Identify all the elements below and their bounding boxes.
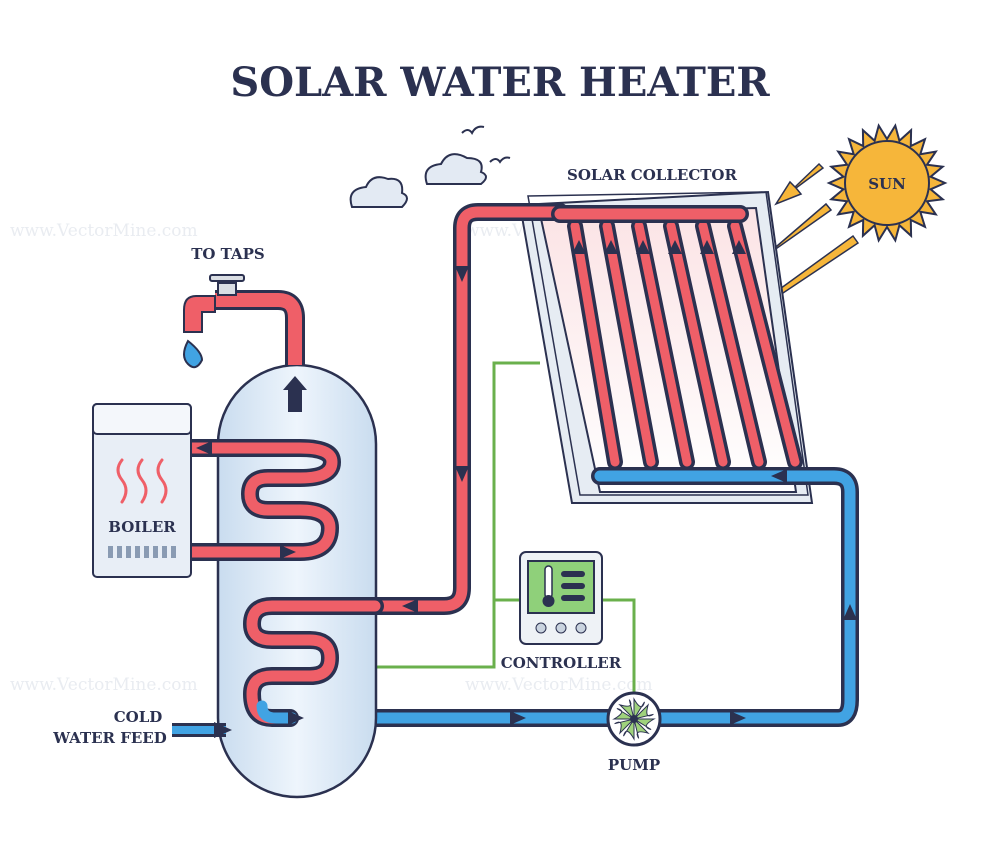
boiler-vent (108, 546, 113, 558)
boiler-vent (162, 546, 167, 558)
fan-blade (633, 717, 650, 739)
flame-icon (116, 458, 168, 504)
solar-coil (246, 600, 381, 724)
cold-water-feed-label: WATER FEED (52, 729, 167, 747)
fan-blade (614, 718, 636, 735)
pump-label: PUMP (608, 756, 660, 774)
faucet-icon (183, 274, 245, 333)
flow-arrow (196, 441, 212, 455)
fan-blade (633, 697, 645, 721)
water-drop-icon (183, 339, 204, 369)
boiler-vent (144, 546, 149, 558)
flow-arrow (668, 240, 682, 254)
storage-tank (216, 363, 378, 799)
fan-blade (632, 718, 656, 730)
collector-tube (634, 221, 692, 467)
collector-tube (602, 221, 656, 467)
boiler-vent (153, 546, 158, 558)
collector-tube (666, 221, 728, 467)
flow-arrows (288, 266, 857, 725)
hot-pipe (354, 206, 566, 612)
solar-collector: SOLAR COLLECTOR (518, 166, 814, 504)
solar-collector-label: SOLAR COLLECTOR (567, 166, 737, 184)
cold-feed-arrow (214, 722, 232, 738)
watermark-text: www.VectorMine.com (465, 675, 653, 695)
solar-coil-return (256, 700, 298, 724)
to-taps-label: TO TAPS (191, 245, 265, 263)
boiler-vent (135, 546, 140, 558)
watermark-text: www.VectorMine.com (10, 221, 198, 241)
control-wire (492, 361, 540, 602)
flow-arrow (732, 240, 746, 254)
fan-blade (632, 703, 654, 720)
boiler-vent (126, 546, 131, 558)
page-title: SOLAR WATER HEATER (230, 59, 770, 106)
pump: PUMP (606, 691, 662, 774)
flow-arrow (280, 545, 296, 559)
cloud-icon (349, 176, 408, 208)
controller: CONTROLLER (501, 551, 622, 672)
fan-blade (612, 708, 636, 720)
boiler-label: BOILER (108, 518, 176, 536)
flow-arrow (636, 240, 650, 254)
outflow-arrow (283, 376, 307, 412)
bird-icon (461, 125, 511, 164)
boiler: BOILER (92, 403, 192, 578)
controller-label: CONTROLLER (501, 654, 622, 672)
collector-tube (698, 221, 764, 467)
flow-arrow (604, 240, 618, 254)
boiler-vents (108, 546, 176, 558)
boiler-vent (171, 546, 176, 558)
thermometer-icon (542, 565, 555, 607)
boiler-vent (117, 546, 122, 558)
control-wire (600, 598, 636, 700)
boiler-coil (184, 442, 338, 558)
fan-blade (618, 699, 635, 721)
watermark-text: www.VectorMine.com (10, 675, 198, 695)
cold-pipe (284, 470, 856, 724)
cold-water-feed-label: COLD (114, 708, 163, 726)
sun-label: SUN (868, 175, 906, 193)
sun-icon: SUN (826, 123, 948, 243)
flow-arrow (572, 240, 586, 254)
cloud-icon (424, 153, 487, 185)
flow-arrow (700, 240, 714, 254)
fan-blade (623, 717, 635, 741)
control-wire (375, 600, 496, 669)
fan-icon (612, 697, 656, 741)
